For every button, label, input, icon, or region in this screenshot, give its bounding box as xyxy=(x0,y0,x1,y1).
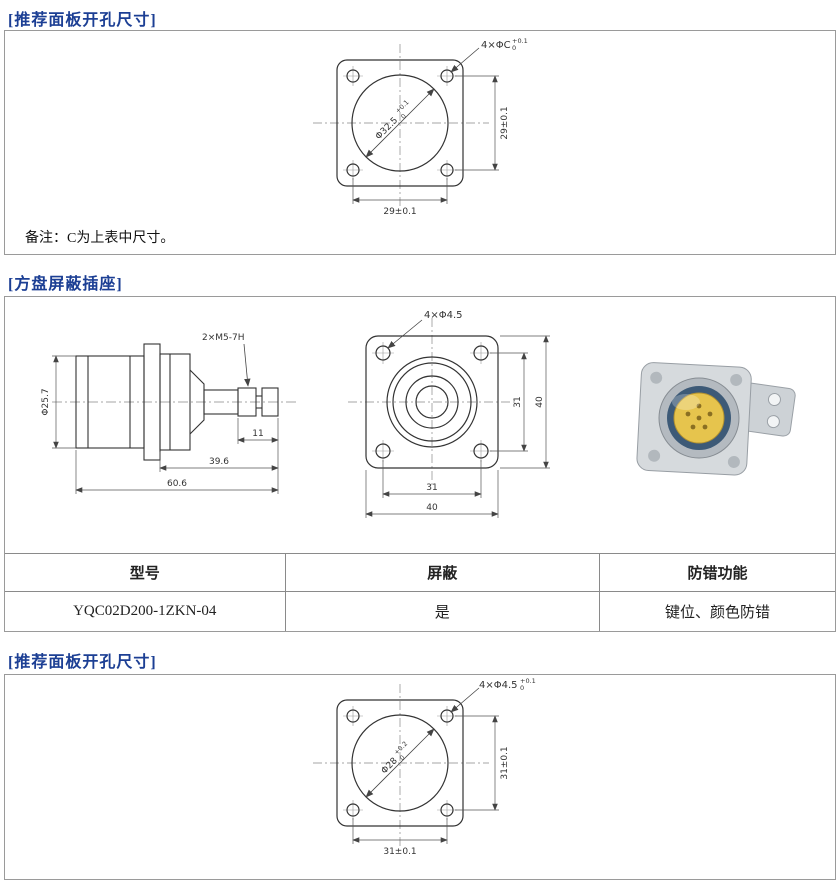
front-flange-outline xyxy=(365,335,499,469)
flange-outline-bottom xyxy=(336,699,464,827)
socket-side-view-drawing: Φ25.7 2×M5-7H 11 39.6 60.6 xyxy=(41,333,298,494)
section-title-panel-cutout-bottom: [推荐面板开孔尺寸] xyxy=(8,654,157,671)
spec-table-header-row: 型号 屏蔽 防错功能 xyxy=(5,553,835,591)
front-width-outer-dim: 40 xyxy=(426,503,438,513)
cell-shield: 是 xyxy=(286,592,601,631)
mounting-bracket xyxy=(736,382,796,437)
spec-table-data-row: YQC02D200-1ZKN-04 是 键位、颜色防错 xyxy=(5,591,835,631)
col-header-shield: 屏蔽 xyxy=(286,554,601,591)
section-title-panel-cutout-top: [推荐面板开孔尺寸] xyxy=(8,12,157,29)
corner-holes-tol-top: +0.1 xyxy=(512,37,528,45)
bore-diameter-label: Φ32.5 xyxy=(374,116,400,142)
cell-model: YQC02D200-1ZKN-04 xyxy=(5,592,286,631)
front-height-outer-dim: 40 xyxy=(535,396,545,408)
cutout-height-dim: 29±0.1 xyxy=(500,106,510,139)
socket-product-photo xyxy=(636,362,796,476)
stud-length-dim: 11 xyxy=(252,429,263,439)
corner-holes-label: 4×ΦC xyxy=(481,40,511,51)
total-length-dim: 60.6 xyxy=(167,479,187,489)
socket-front-view-drawing: 4×Φ4.5 31 40 31 40 xyxy=(348,310,550,518)
cutout-width-dim-bottom: 31±0.1 xyxy=(383,847,416,857)
flange-outline xyxy=(336,59,464,187)
section-title-socket: [方盘屏蔽插座] xyxy=(8,276,123,293)
corner-holes-tol-bottom-bottom: 0 xyxy=(520,684,524,692)
front-width-inner-dim: 31 xyxy=(426,483,437,493)
cell-errorproof: 键位、颜色防错 xyxy=(665,605,771,621)
spec-table: 型号 屏蔽 防错功能 YQC02D200-1ZKN-04 是 键位、颜色防错 xyxy=(5,553,835,631)
front-height-inner-dim: 31 xyxy=(513,396,523,407)
col-header-errorproof: 防错功能 xyxy=(687,566,748,582)
col-header-model: 型号 xyxy=(5,554,286,591)
bore-tol-bottom: 0 xyxy=(399,112,408,121)
cutout-width-dim: 29±0.1 xyxy=(383,207,416,217)
panel-cutout-bottom-drawing: Φ28 +0.2 0 4×Φ4.5 +0.1 0 31±0.1 31±0.1 xyxy=(313,677,536,857)
connector-body-outline xyxy=(75,343,279,461)
cutout-height-dim-bottom: 31±0.1 xyxy=(500,746,510,779)
corner-holes-tol-top-bottom: +0.1 xyxy=(520,677,536,685)
corner-holes-label-bottom: 4×Φ4.5 xyxy=(479,680,518,691)
front-holes-label: 4×Φ4.5 xyxy=(424,310,463,321)
contact-holes xyxy=(685,403,713,430)
mid-length-dim: 39.6 xyxy=(209,457,229,467)
thread-spec-label: 2×M5-7H xyxy=(202,333,245,343)
bore-tol-bottom-bottom: 0 xyxy=(398,754,407,763)
panel-cutout-top-drawing: Φ32.5 +0.1 0 4×ΦC +0.1 0 29±0.1 29±0.1 xyxy=(313,37,528,217)
body-diameter-dim: Φ25.7 xyxy=(41,388,51,415)
cutout-note: 备注：C为上表中尺寸。 xyxy=(25,231,175,246)
corner-holes-tol-bottom: 0 xyxy=(512,44,516,52)
